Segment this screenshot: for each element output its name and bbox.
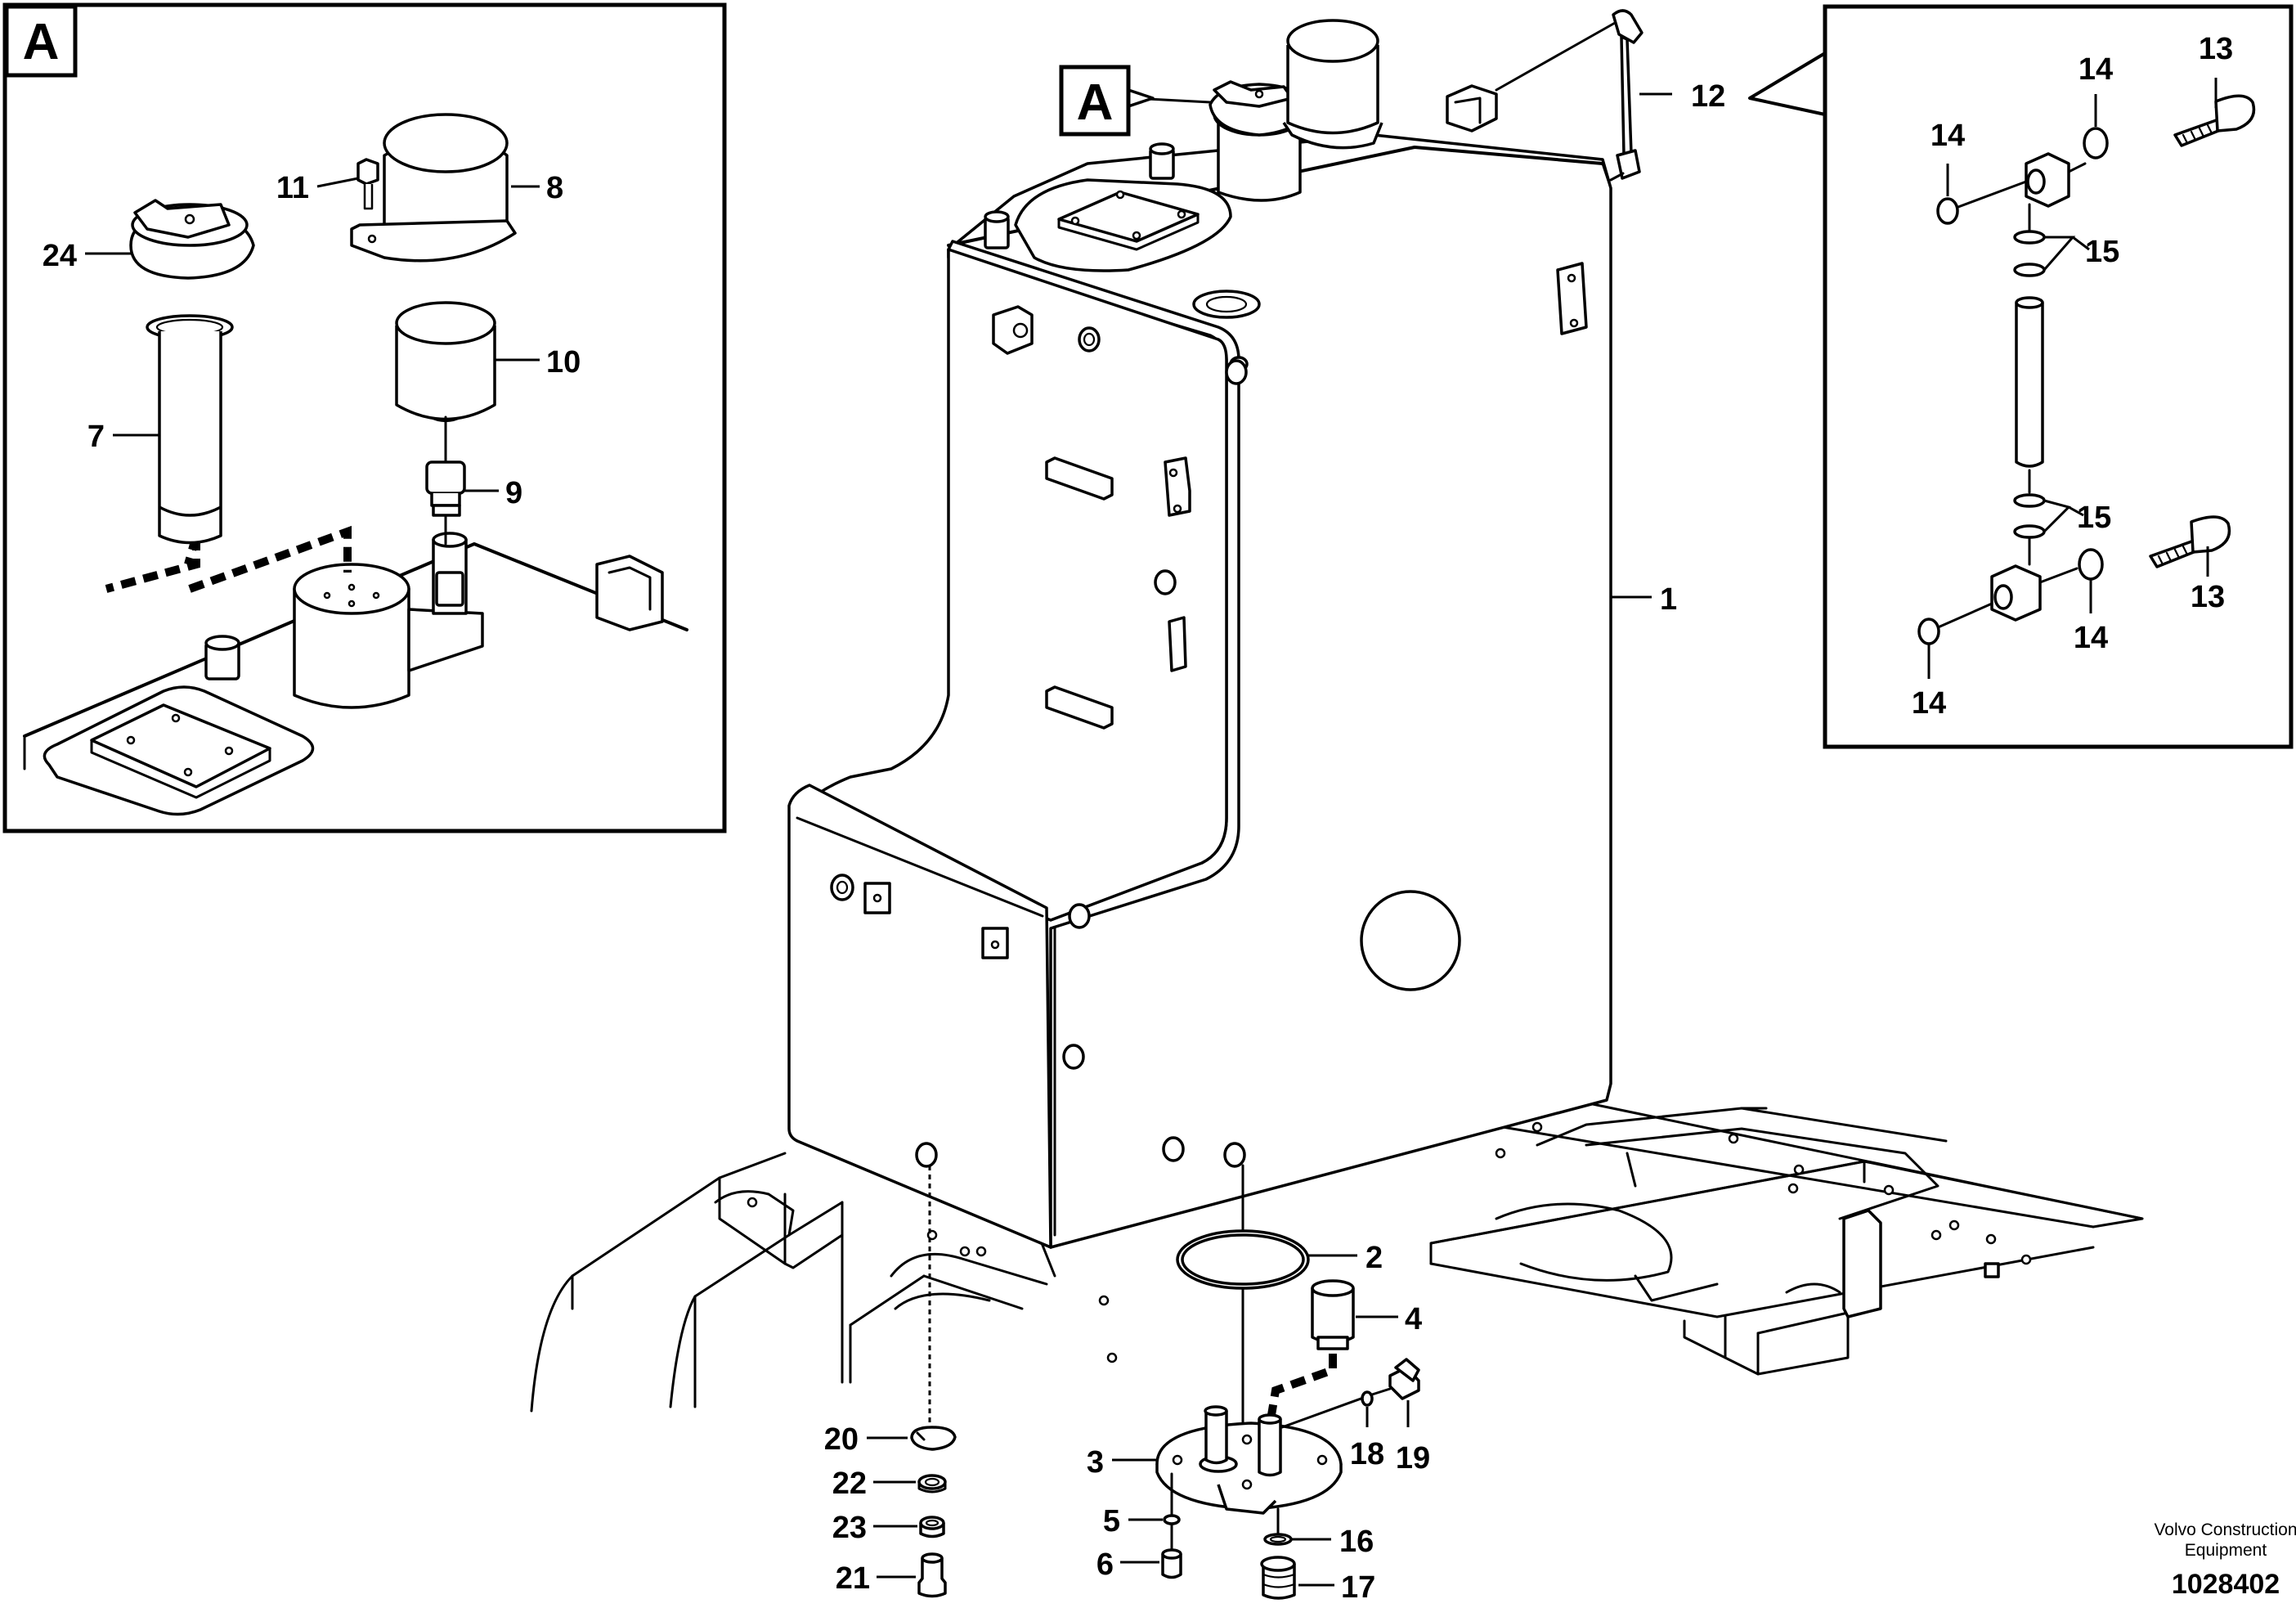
callout-a-marker: A (1077, 74, 1114, 131)
label-16: 16 (1339, 1525, 1374, 1559)
callout-a-box (1059, 65, 1131, 137)
label-12: 12 (1691, 79, 1725, 114)
label-13-lower: 13 (2191, 580, 2225, 614)
label-7: 7 (87, 420, 105, 454)
label-24: 24 (43, 239, 77, 273)
label-22: 22 (832, 1467, 867, 1501)
company-name-line1: Volvo Construction (2154, 1520, 2296, 1539)
label-5: 5 (1103, 1504, 1120, 1538)
detail-a-marker: A (23, 14, 60, 70)
label-8: 8 (546, 171, 563, 205)
drawing-number: 1028402 (2172, 1569, 2280, 1600)
label-14-upper-right: 14 (2079, 52, 2113, 87)
label-21: 21 (836, 1561, 870, 1596)
frame-outline (530, 1094, 2144, 1413)
label-1: 1 (1660, 582, 1677, 617)
label-14-lower-left: 14 (1912, 686, 1946, 721)
label-2: 2 (1365, 1241, 1383, 1275)
footer: Volvo Construction Equipment 1028402 (2154, 1520, 2296, 1600)
label-4: 4 (1405, 1302, 1422, 1336)
label-18: 18 (1350, 1437, 1384, 1471)
detail-a-panel: A (2, 2, 727, 833)
label-14-lower-right: 14 (2074, 621, 2108, 655)
label-20: 20 (824, 1422, 859, 1457)
company-name-line2: Equipment (2185, 1541, 2267, 1560)
label-10: 10 (546, 345, 581, 380)
detail-12-panel (1748, 4, 2294, 749)
label-14-upper-left: 14 (1931, 119, 1965, 153)
part-labels: 24 7 11 8 10 9 12 1 2 4 3 18 19 5 6 16 1… (43, 32, 2233, 1605)
label-6: 6 (1096, 1547, 1114, 1582)
label-11: 11 (276, 171, 309, 205)
label-19: 19 (1396, 1441, 1430, 1475)
label-3: 3 (1087, 1445, 1104, 1480)
label-15-upper: 15 (2085, 235, 2119, 269)
label-17: 17 (1341, 1570, 1375, 1605)
label-15-lower: 15 (2077, 501, 2111, 535)
detail-a-marker-box (4, 4, 78, 78)
label-23: 23 (832, 1511, 867, 1545)
hydraulic-tank: A (787, 9, 1644, 1249)
bottom-parts (867, 92, 1672, 1600)
label-9: 9 (505, 476, 522, 510)
label-13-upper: 13 (2199, 32, 2233, 66)
